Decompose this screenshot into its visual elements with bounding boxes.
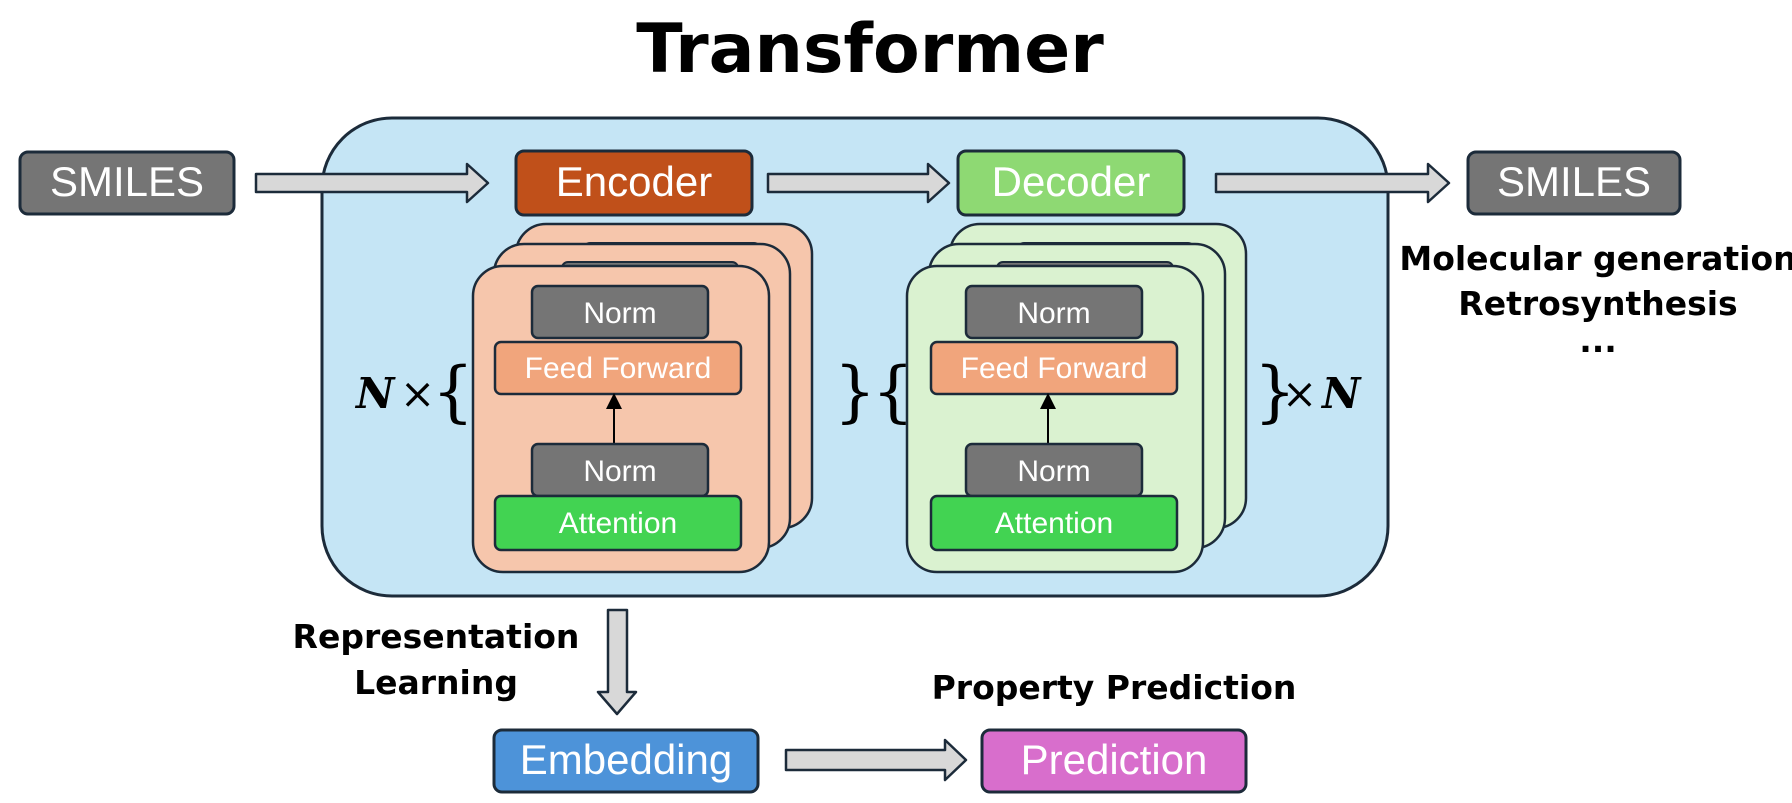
applications-list: Molecular generation Retrosynthesis ... xyxy=(1399,239,1792,360)
svg-text:Attention: Attention xyxy=(559,507,677,540)
input-smiles-box: SMILES xyxy=(18,150,236,216)
svg-text:Prediction: Prediction xyxy=(1021,736,1208,783)
embedding-box: Embedding xyxy=(492,728,760,794)
decoder-left-brace: { xyxy=(872,353,914,430)
embedding-to-prediction-arrow xyxy=(784,738,968,782)
svg-text:Norm: Norm xyxy=(583,297,656,330)
encoder-right-brace: } xyxy=(834,353,876,430)
decoder-right-brace: } xyxy=(1254,353,1296,430)
decoder-attention: Attention xyxy=(929,494,1179,552)
decoder-box: Decoder xyxy=(956,149,1186,217)
decoder-repeat-n: N xyxy=(1320,369,1362,418)
output-smiles-box: SMILES xyxy=(1466,150,1682,216)
svg-text:Norm: Norm xyxy=(1017,455,1090,488)
decoder-to-output-arrow xyxy=(1214,162,1451,204)
svg-text:Representation: Representation xyxy=(293,617,580,656)
svg-text:Norm: Norm xyxy=(1017,297,1090,330)
svg-text:Feed Forward: Feed Forward xyxy=(961,352,1148,385)
decoder-repeat-times: × xyxy=(1282,369,1317,418)
decoder-norm-top: Norm xyxy=(964,284,1144,340)
decoder-norm-bottom: Norm xyxy=(964,442,1144,498)
prediction-box: Prediction xyxy=(980,728,1248,794)
encoder-norm-bottom: Norm xyxy=(530,442,710,498)
encoder-repeat-n: N xyxy=(354,369,396,418)
svg-text:Learning: Learning xyxy=(354,663,518,702)
diagram-title: Transformer xyxy=(636,10,1104,89)
encoder-layer-stack: Norm Feed Forward Norm Attention xyxy=(471,222,814,574)
svg-text:SMILES: SMILES xyxy=(50,158,204,205)
svg-text:Feed Forward: Feed Forward xyxy=(525,352,712,385)
representation-learning-label: Representation Learning xyxy=(293,617,580,702)
property-prediction-label: Property Prediction xyxy=(932,668,1297,707)
svg-text:Decoder: Decoder xyxy=(992,158,1151,205)
svg-text:Attention: Attention xyxy=(995,507,1113,540)
encoder-box: Encoder xyxy=(514,149,754,217)
svg-text:Encoder: Encoder xyxy=(556,158,712,205)
container-to-embedding-arrow xyxy=(596,608,638,716)
svg-text:Molecular generation: Molecular generation xyxy=(1399,239,1792,278)
svg-text:Norm: Norm xyxy=(583,455,656,488)
svg-text:Retrosynthesis: Retrosynthesis xyxy=(1458,284,1737,323)
svg-text:SMILES: SMILES xyxy=(1497,158,1651,205)
encoder-left-brace: { xyxy=(432,353,474,430)
encoder-norm-top: Norm xyxy=(530,284,710,340)
svg-text:...: ... xyxy=(1579,321,1617,360)
decoder-feed-forward: Feed Forward xyxy=(929,340,1179,396)
svg-text:Embedding: Embedding xyxy=(520,736,732,783)
encoder-feed-forward: Feed Forward xyxy=(493,340,743,396)
decoder-layer-stack: Norm Feed Forward Norm Attention xyxy=(905,222,1248,574)
encoder-repeat-times: × xyxy=(400,369,435,418)
encoder-to-decoder-arrow xyxy=(766,162,951,204)
input-to-encoder-arrow xyxy=(254,162,490,204)
encoder-attention: Attention xyxy=(493,494,743,552)
